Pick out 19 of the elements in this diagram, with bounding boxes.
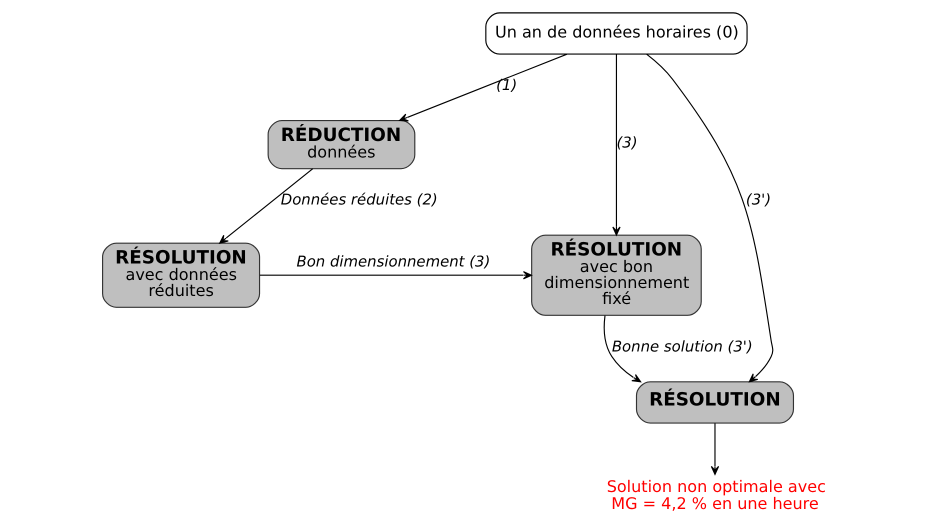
- node-box: RÉSOLUTION avec données réduites: [102, 242, 260, 308]
- node-box: RÉSOLUTION: [635, 381, 794, 424]
- arrow: [603, 316, 641, 382]
- arrow: [259, 271, 532, 280]
- arrow: [398, 54, 567, 122]
- arrow: [710, 423, 719, 475]
- node-box: RÉDUCTION données: [267, 120, 415, 170]
- edge-label: Bonne solution (3'): [611, 337, 752, 356]
- edge-label: Données réduites (2): [280, 190, 438, 209]
- node-box: RÉSOLUTION avec bon dimensionnement fixé: [530, 234, 702, 316]
- edge-label: (1): [496, 76, 517, 94]
- edge-label: Bon dimensionnement (3): [296, 252, 490, 271]
- arrow: [646, 54, 773, 382]
- node-box: Un an de données horaires (0): [484, 12, 748, 55]
- node-text: Solution non optimale avec MG = 4,2 % en une heure: [606, 477, 826, 514]
- arrow: [218, 168, 313, 244]
- arrow: [612, 54, 620, 236]
- edge-label: (3'): [745, 190, 771, 209]
- edge-label: (3): [616, 133, 638, 152]
